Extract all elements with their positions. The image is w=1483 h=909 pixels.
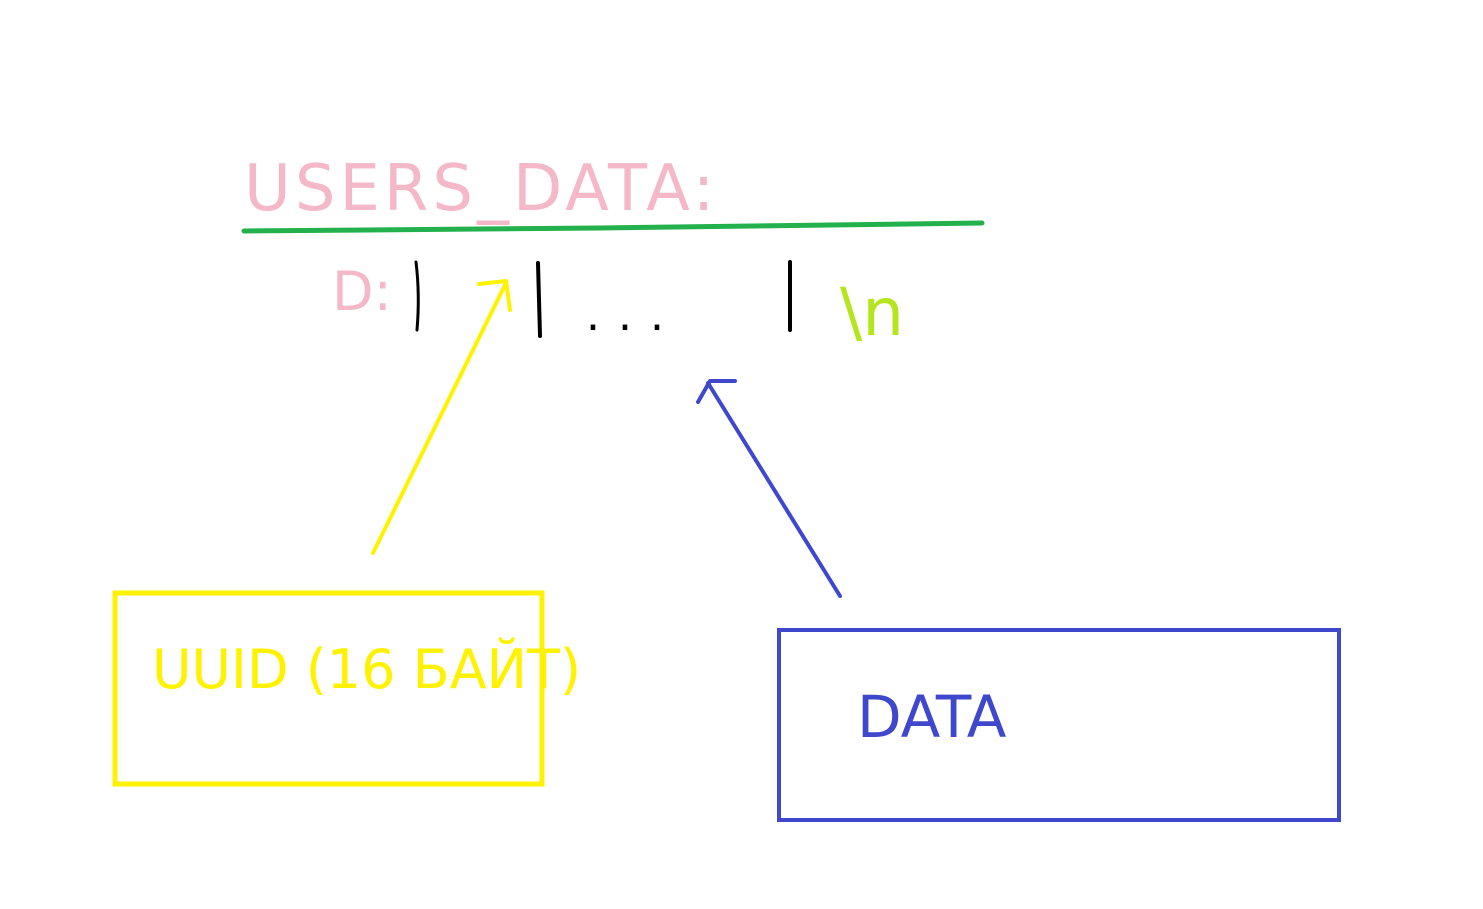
title-underline [241, 220, 985, 234]
data-arrow-head [696, 379, 737, 404]
row-ellipsis: ... [586, 290, 682, 341]
row-prefix: D: [332, 260, 392, 323]
row-terminator: \n [840, 274, 904, 351]
separator-uuid-end [536, 261, 542, 338]
diagram-title: USERS_DATA: [244, 152, 718, 226]
uuid-box [112, 590, 545, 787]
data-box [777, 628, 1341, 822]
uuid-box-label: UUID (16 БАЙТ) [152, 638, 581, 701]
data-arrow [706, 381, 842, 598]
separator-start [414, 260, 420, 332]
uuid-arrow [371, 283, 507, 555]
data-box-label: DATA [857, 683, 1007, 751]
uuid-arrow-head [477, 279, 512, 312]
